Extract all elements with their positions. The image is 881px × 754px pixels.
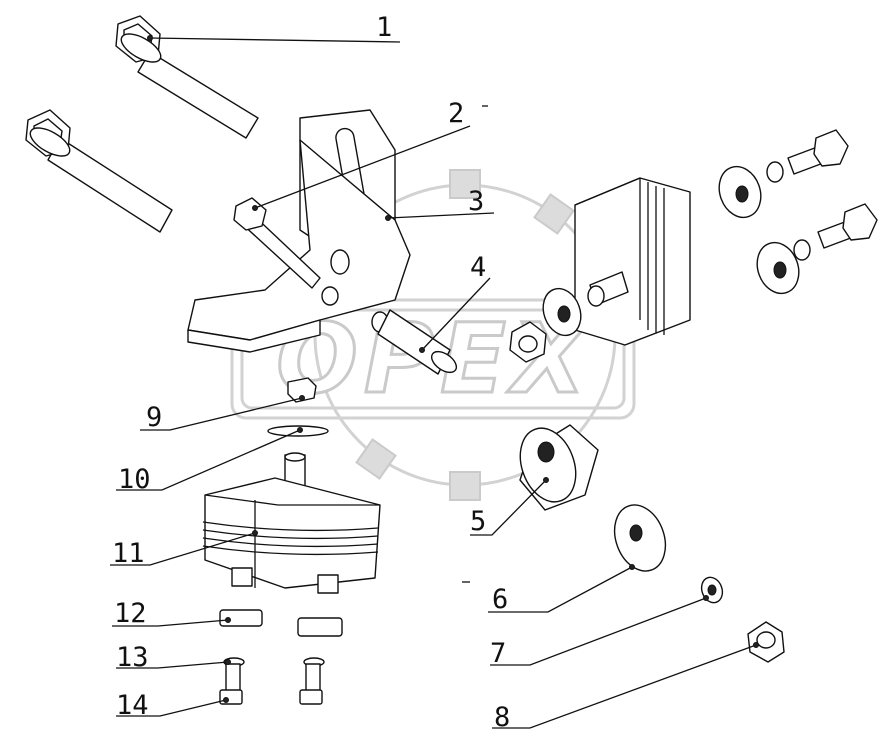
leader-lines	[110, 37, 757, 729]
callout-12: 12	[114, 598, 147, 629]
callout-13: 13	[116, 642, 149, 673]
spacer-part-12	[219, 609, 343, 637]
rubber-cushion-block	[509, 177, 691, 363]
bushing-part-5	[519, 424, 599, 511]
long-bolt-part-1b	[25, 109, 173, 233]
pin-part-4	[377, 309, 458, 375]
callout-5: 5	[470, 506, 486, 537]
washer-part-6	[613, 504, 667, 572]
leader-dots	[147, 35, 759, 703]
callout-7: 7	[490, 638, 506, 669]
nut-part-8	[747, 621, 785, 663]
callout-10: 10	[118, 464, 151, 495]
long-bolt-part-1a	[115, 15, 259, 139]
bracket-part-3	[187, 109, 411, 353]
plate-watermark	[230, 298, 636, 420]
bushing-upper-right	[718, 129, 849, 219]
callout-6: 6	[492, 584, 508, 615]
callout-9: 9	[146, 402, 162, 433]
lock-washer-part-7	[700, 576, 724, 604]
callout-1: 1	[376, 12, 392, 43]
callout-11: 11	[112, 538, 145, 569]
bolt-part-2	[233, 197, 321, 289]
nut-part-9	[287, 377, 317, 403]
callout-8: 8	[494, 702, 510, 733]
cushion-part-11	[202, 452, 381, 594]
callout-2: 2	[448, 98, 464, 129]
bolt-part-14	[219, 657, 325, 705]
callout-14: 14	[116, 690, 149, 721]
callout-3: 3	[468, 186, 484, 217]
callout-4: 4	[470, 252, 486, 283]
callout-labels: 1 2 3 4 5 6 7 8 9 10 11 12 13 14	[112, 12, 510, 733]
bushing-lower-right	[756, 203, 878, 295]
